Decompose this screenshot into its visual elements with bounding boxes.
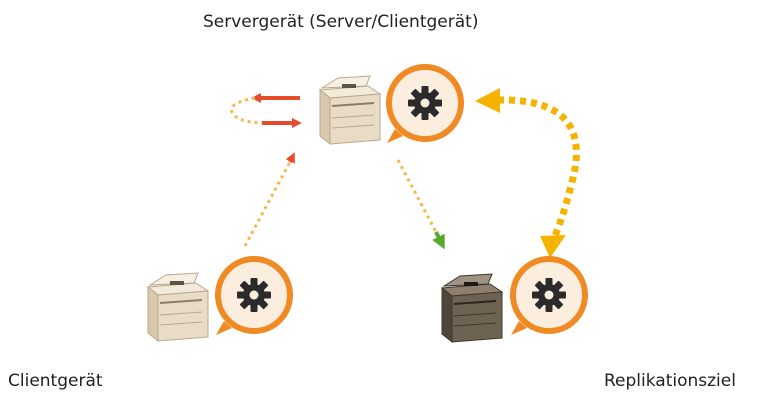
replication-target-label: Replikationsziel <box>604 371 736 391</box>
replication-printer-icon <box>441 273 503 343</box>
client-gear-icon <box>216 259 290 335</box>
server-gear-icon <box>387 67 461 143</box>
settings-sync-arrow <box>475 88 580 258</box>
client-to-server-arrow <box>243 152 295 247</box>
server-sync-loop-arrows <box>230 93 302 128</box>
server-to-replication-arrow <box>396 159 445 250</box>
server-device-label: Servergerät (Server/Clientgerät) <box>203 12 479 32</box>
server-printer-icon <box>319 75 381 145</box>
replication-gear-icon <box>511 259 585 335</box>
client-device-label: Clientgerät <box>8 371 103 391</box>
client-printer-icon <box>147 272 209 342</box>
